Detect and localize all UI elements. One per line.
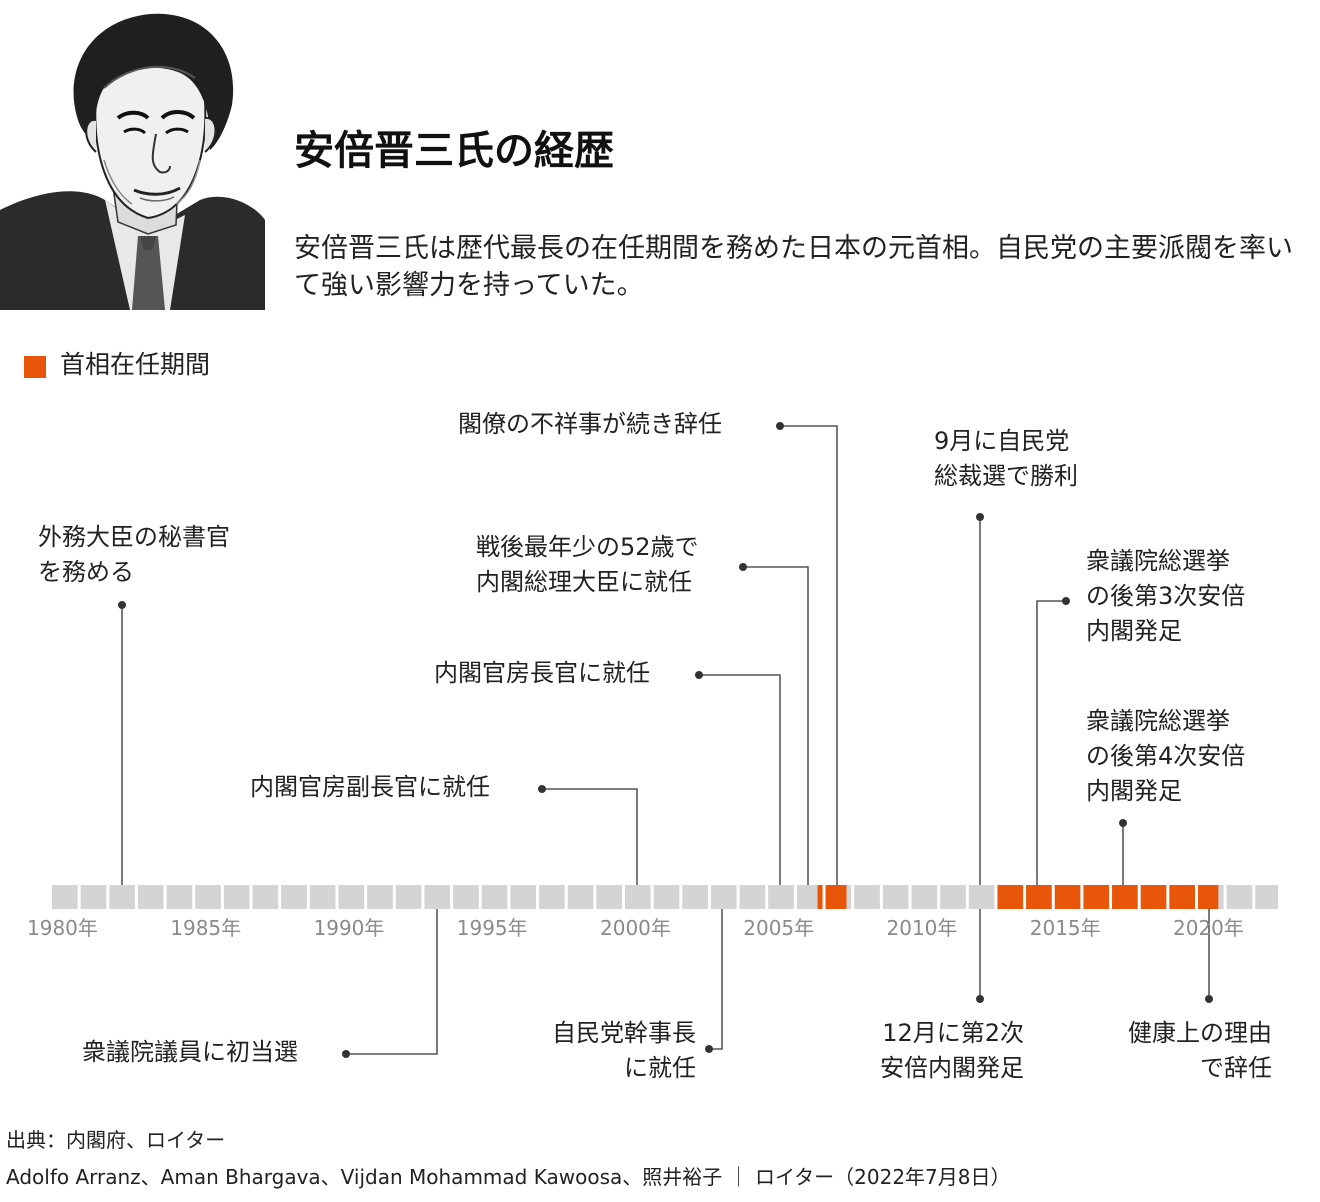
axis-year-label: 1985年 bbox=[170, 916, 242, 940]
axis-year-label: 2015年 bbox=[1029, 916, 1101, 940]
timeline-year-segment bbox=[1255, 885, 1279, 909]
timeline-year-segment bbox=[395, 885, 422, 909]
event-marker-dot bbox=[1062, 597, 1070, 605]
pm-term-segment bbox=[1198, 885, 1219, 909]
event-label: 衆議院総選挙 の後第3次安倍 内閣発足 bbox=[1086, 547, 1246, 645]
timeline-year-segment bbox=[682, 885, 708, 909]
timeline-year-segment bbox=[195, 885, 221, 909]
pm-term-segment bbox=[997, 885, 1024, 909]
timeline-year-segment bbox=[223, 885, 250, 909]
timeline-year-segment bbox=[281, 885, 307, 909]
timeline-year-segment bbox=[539, 885, 565, 909]
legend-swatch bbox=[24, 356, 46, 378]
timeline-year-segment bbox=[109, 885, 135, 909]
timeline-year-segment bbox=[52, 885, 78, 909]
timeline-year-segment bbox=[481, 885, 508, 909]
timeline-year-segment bbox=[768, 885, 794, 909]
event-label: 自民党幹事長 に就任 bbox=[552, 1019, 696, 1082]
axis-year-label: 1990年 bbox=[313, 916, 385, 940]
event-label: 9月に自民党 総裁選で勝利 bbox=[934, 427, 1078, 490]
timeline-year-segment bbox=[252, 885, 279, 909]
event-marker-dot bbox=[1205, 995, 1213, 1003]
timeline-year-segment bbox=[367, 885, 393, 909]
event-marker-dot bbox=[695, 671, 703, 679]
axis-year-label: 1995年 bbox=[456, 916, 528, 940]
timeline-year-segment bbox=[625, 885, 651, 909]
portrait-illustration bbox=[0, 13, 265, 310]
event-marker-dot bbox=[739, 563, 747, 571]
event-leader-line bbox=[346, 909, 438, 1055]
timeline-year-segment bbox=[309, 885, 336, 909]
event-label: 衆議院総選挙 の後第4次安倍 内閣発足 bbox=[1086, 707, 1246, 805]
event-label: 外務大臣の秘書官 を務める bbox=[38, 523, 230, 586]
page-subtitle: 安倍晋三氏は歴代最長の在任期間を務めた日本の元首相。自民党の主要派閥を率いて強い… bbox=[294, 233, 1293, 301]
timeline-year-segment bbox=[653, 885, 680, 909]
pm-term-segment bbox=[1112, 885, 1138, 909]
credit-line: Adolfo Arranz、Aman Bhargava、Vijdan Moham… bbox=[6, 1165, 1011, 1189]
timeline-year-segment bbox=[424, 885, 451, 909]
page-title: 安倍晋三氏の経歴 bbox=[294, 128, 614, 174]
event-marker-dot bbox=[705, 1045, 713, 1053]
pm-term-segment bbox=[817, 885, 823, 909]
timeline-year-segment bbox=[940, 885, 966, 909]
event-label: 内閣官房副長官に就任 bbox=[250, 773, 490, 801]
axis-year-label: 2020年 bbox=[1173, 916, 1244, 940]
timeline: 1980年 1985年 1990年 1995年 2000年 2005年 2010年 2015年… bbox=[0, 380, 1320, 1120]
timeline-year-segment bbox=[739, 885, 766, 909]
event-marker-dot bbox=[776, 422, 784, 430]
pm-term-segment bbox=[1054, 885, 1081, 909]
event-label: 12月に第2次 安倍内閣発足 bbox=[880, 1019, 1024, 1082]
event-marker-dot bbox=[342, 1050, 350, 1058]
timeline-year-segment bbox=[510, 885, 537, 909]
timeline-year-segment bbox=[338, 885, 365, 909]
timeline-year-segment bbox=[567, 885, 594, 909]
event-label: 内閣官房長官に就任 bbox=[434, 659, 650, 687]
timeline-year-segment bbox=[80, 885, 107, 909]
pm-term-segment bbox=[1140, 885, 1167, 909]
timeline-year-segment bbox=[911, 885, 938, 909]
timeline-graphic bbox=[52, 422, 1279, 1058]
timeline-year-segment bbox=[166, 885, 193, 909]
timeline-year-segment bbox=[137, 885, 164, 909]
event-marker-dot bbox=[538, 785, 546, 793]
axis-year-label: 2005年 bbox=[743, 916, 815, 940]
axis-year-label: 1980年 bbox=[27, 916, 98, 940]
event-label: 閣僚の不祥事が続き辞任 bbox=[458, 410, 722, 438]
pm-term-segment bbox=[825, 885, 847, 909]
event-leader-line bbox=[709, 909, 723, 1050]
event-leader-line bbox=[780, 425, 838, 885]
axis-year-label: 2010年 bbox=[886, 916, 958, 940]
legend-label: 首相在任期間 bbox=[60, 350, 211, 379]
event-marker-dot bbox=[1119, 819, 1127, 827]
event-leader-line bbox=[743, 566, 809, 885]
timeline-year-segment bbox=[1226, 885, 1253, 909]
event-leader-line bbox=[1036, 600, 1066, 885]
source-note: 出典：内閣府、ロイター bbox=[6, 1128, 226, 1152]
timeline-year-segment bbox=[453, 885, 479, 909]
timeline-year-segment bbox=[596, 885, 622, 909]
event-marker-dot bbox=[976, 513, 984, 521]
timeline-year-segment bbox=[710, 885, 737, 909]
event-leader-line bbox=[699, 674, 781, 885]
event-marker-dot bbox=[976, 995, 984, 1003]
timeline-year-segment bbox=[882, 885, 909, 909]
timeline-year-segment bbox=[968, 885, 995, 909]
pm-term-segment bbox=[1026, 885, 1052, 909]
event-label: 戦後最年少の52歳で 内閣総理大臣に就任 bbox=[476, 533, 699, 596]
pm-term-segment bbox=[1169, 885, 1195, 909]
event-leader-line bbox=[542, 788, 638, 885]
event-label: 衆議院議員に初当選 bbox=[82, 1038, 298, 1066]
timeline-year-segment bbox=[854, 885, 880, 909]
axis-year-label: 2000年 bbox=[600, 916, 671, 940]
event-marker-dot bbox=[118, 601, 126, 609]
event-label: 健康上の理由 で辞任 bbox=[1128, 1019, 1272, 1082]
pm-term-segment bbox=[1083, 885, 1110, 909]
